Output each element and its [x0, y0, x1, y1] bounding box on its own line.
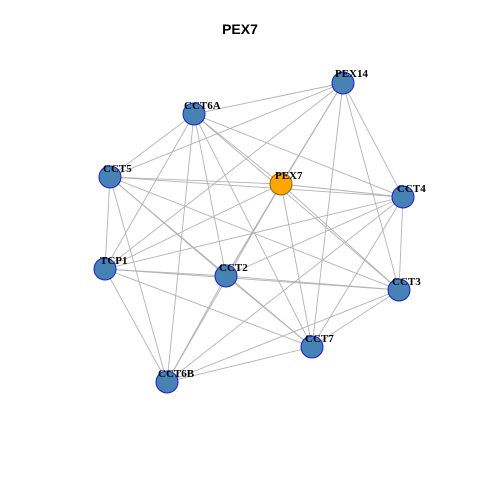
edge-layer [104, 82, 404, 383]
edge-pex14-tcp1 [104, 82, 344, 270]
edge-cct6a-cct5 [109, 113, 195, 178]
node-circle-cct4 [391, 185, 415, 209]
node-circle-tcp1 [93, 257, 117, 281]
node-circle-cct6b [155, 370, 179, 394]
edge-cct4-cct6b [166, 196, 404, 383]
edge-pex7-cct3 [280, 183, 400, 291]
edge-tcp1-cct6b [104, 268, 168, 383]
node-label-cct3: CCT3 [392, 276, 421, 288]
node-label-cct2: CCT2 [219, 262, 248, 274]
edge-cct2-cct6b [166, 275, 227, 383]
edge-cct6a-cct6b [166, 113, 195, 383]
edge-cct7-cct6b [166, 346, 313, 383]
edge-cct6a-cct4 [193, 113, 404, 198]
node-label-cct6b: CCT6B [158, 368, 195, 380]
edge-cct3-cct7 [311, 289, 400, 348]
edge-cct4-tcp1 [104, 196, 404, 270]
node-pex14: PEX14 [331, 68, 369, 95]
node-label-cct4: CCT4 [397, 183, 426, 195]
edge-cct4-cct7 [311, 196, 404, 348]
edge-cct4-cct2 [225, 196, 404, 277]
edge-cct5-cct3 [109, 176, 400, 291]
edge-cct6a-tcp1 [104, 113, 195, 270]
edge-cct5-cct6b [109, 176, 168, 383]
edge-cct5-cct4 [109, 176, 404, 198]
edge-cct4-cct3 [398, 196, 404, 291]
edge-cct6a-pex7 [193, 113, 282, 185]
node-circle-cct5 [98, 165, 122, 189]
node-cct6b: CCT6B [155, 368, 195, 394]
node-cct4: CCT4 [391, 183, 426, 209]
edge-pex7-cct7 [280, 183, 313, 348]
node-pex7: PEX7 [269, 170, 303, 196]
edge-pex14-cct3 [342, 82, 400, 291]
edge-pex14-cct5 [109, 82, 344, 178]
node-label-cct6a: CCT6A [184, 100, 221, 112]
edge-pex14-cct6a [193, 82, 344, 115]
node-cct2: CCT2 [214, 262, 248, 288]
node-cct3: CCT3 [387, 276, 421, 302]
edge-cct6a-cct2 [193, 113, 227, 277]
diagram-title: PEX7 [222, 21, 258, 37]
edge-tcp1-cct3 [104, 268, 400, 291]
node-cct5: CCT5 [98, 163, 132, 189]
node-circle-cct2 [214, 264, 238, 288]
edge-cct3-cct6b [166, 289, 400, 383]
node-label-cct5: CCT5 [103, 163, 132, 175]
node-circle-cct3 [387, 278, 411, 302]
node-cct7: CCT7 [300, 333, 334, 359]
edge-pex14-cct4 [342, 82, 404, 198]
edge-pex7-tcp1 [104, 183, 282, 270]
edge-pex7-cct4 [280, 183, 404, 198]
node-cct6a: CCT6A [182, 100, 221, 126]
node-label-tcp1: TCP1 [100, 255, 128, 267]
node-circle-pex14 [331, 71, 355, 95]
node-label-cct7: CCT7 [305, 333, 334, 345]
node-circle-pex7 [269, 172, 293, 196]
edge-cct5-tcp1 [104, 176, 111, 270]
node-label-pex14: PEX14 [335, 68, 369, 80]
node-circle-cct6a [182, 102, 206, 126]
node-tcp1: TCP1 [93, 255, 128, 281]
node-circle-cct7 [300, 335, 324, 359]
edge-cct5-pex7 [109, 176, 282, 185]
node-label-pex7: PEX7 [275, 170, 303, 182]
edge-cct2-cct3 [225, 275, 400, 291]
edge-cct2-cct7 [225, 275, 313, 348]
